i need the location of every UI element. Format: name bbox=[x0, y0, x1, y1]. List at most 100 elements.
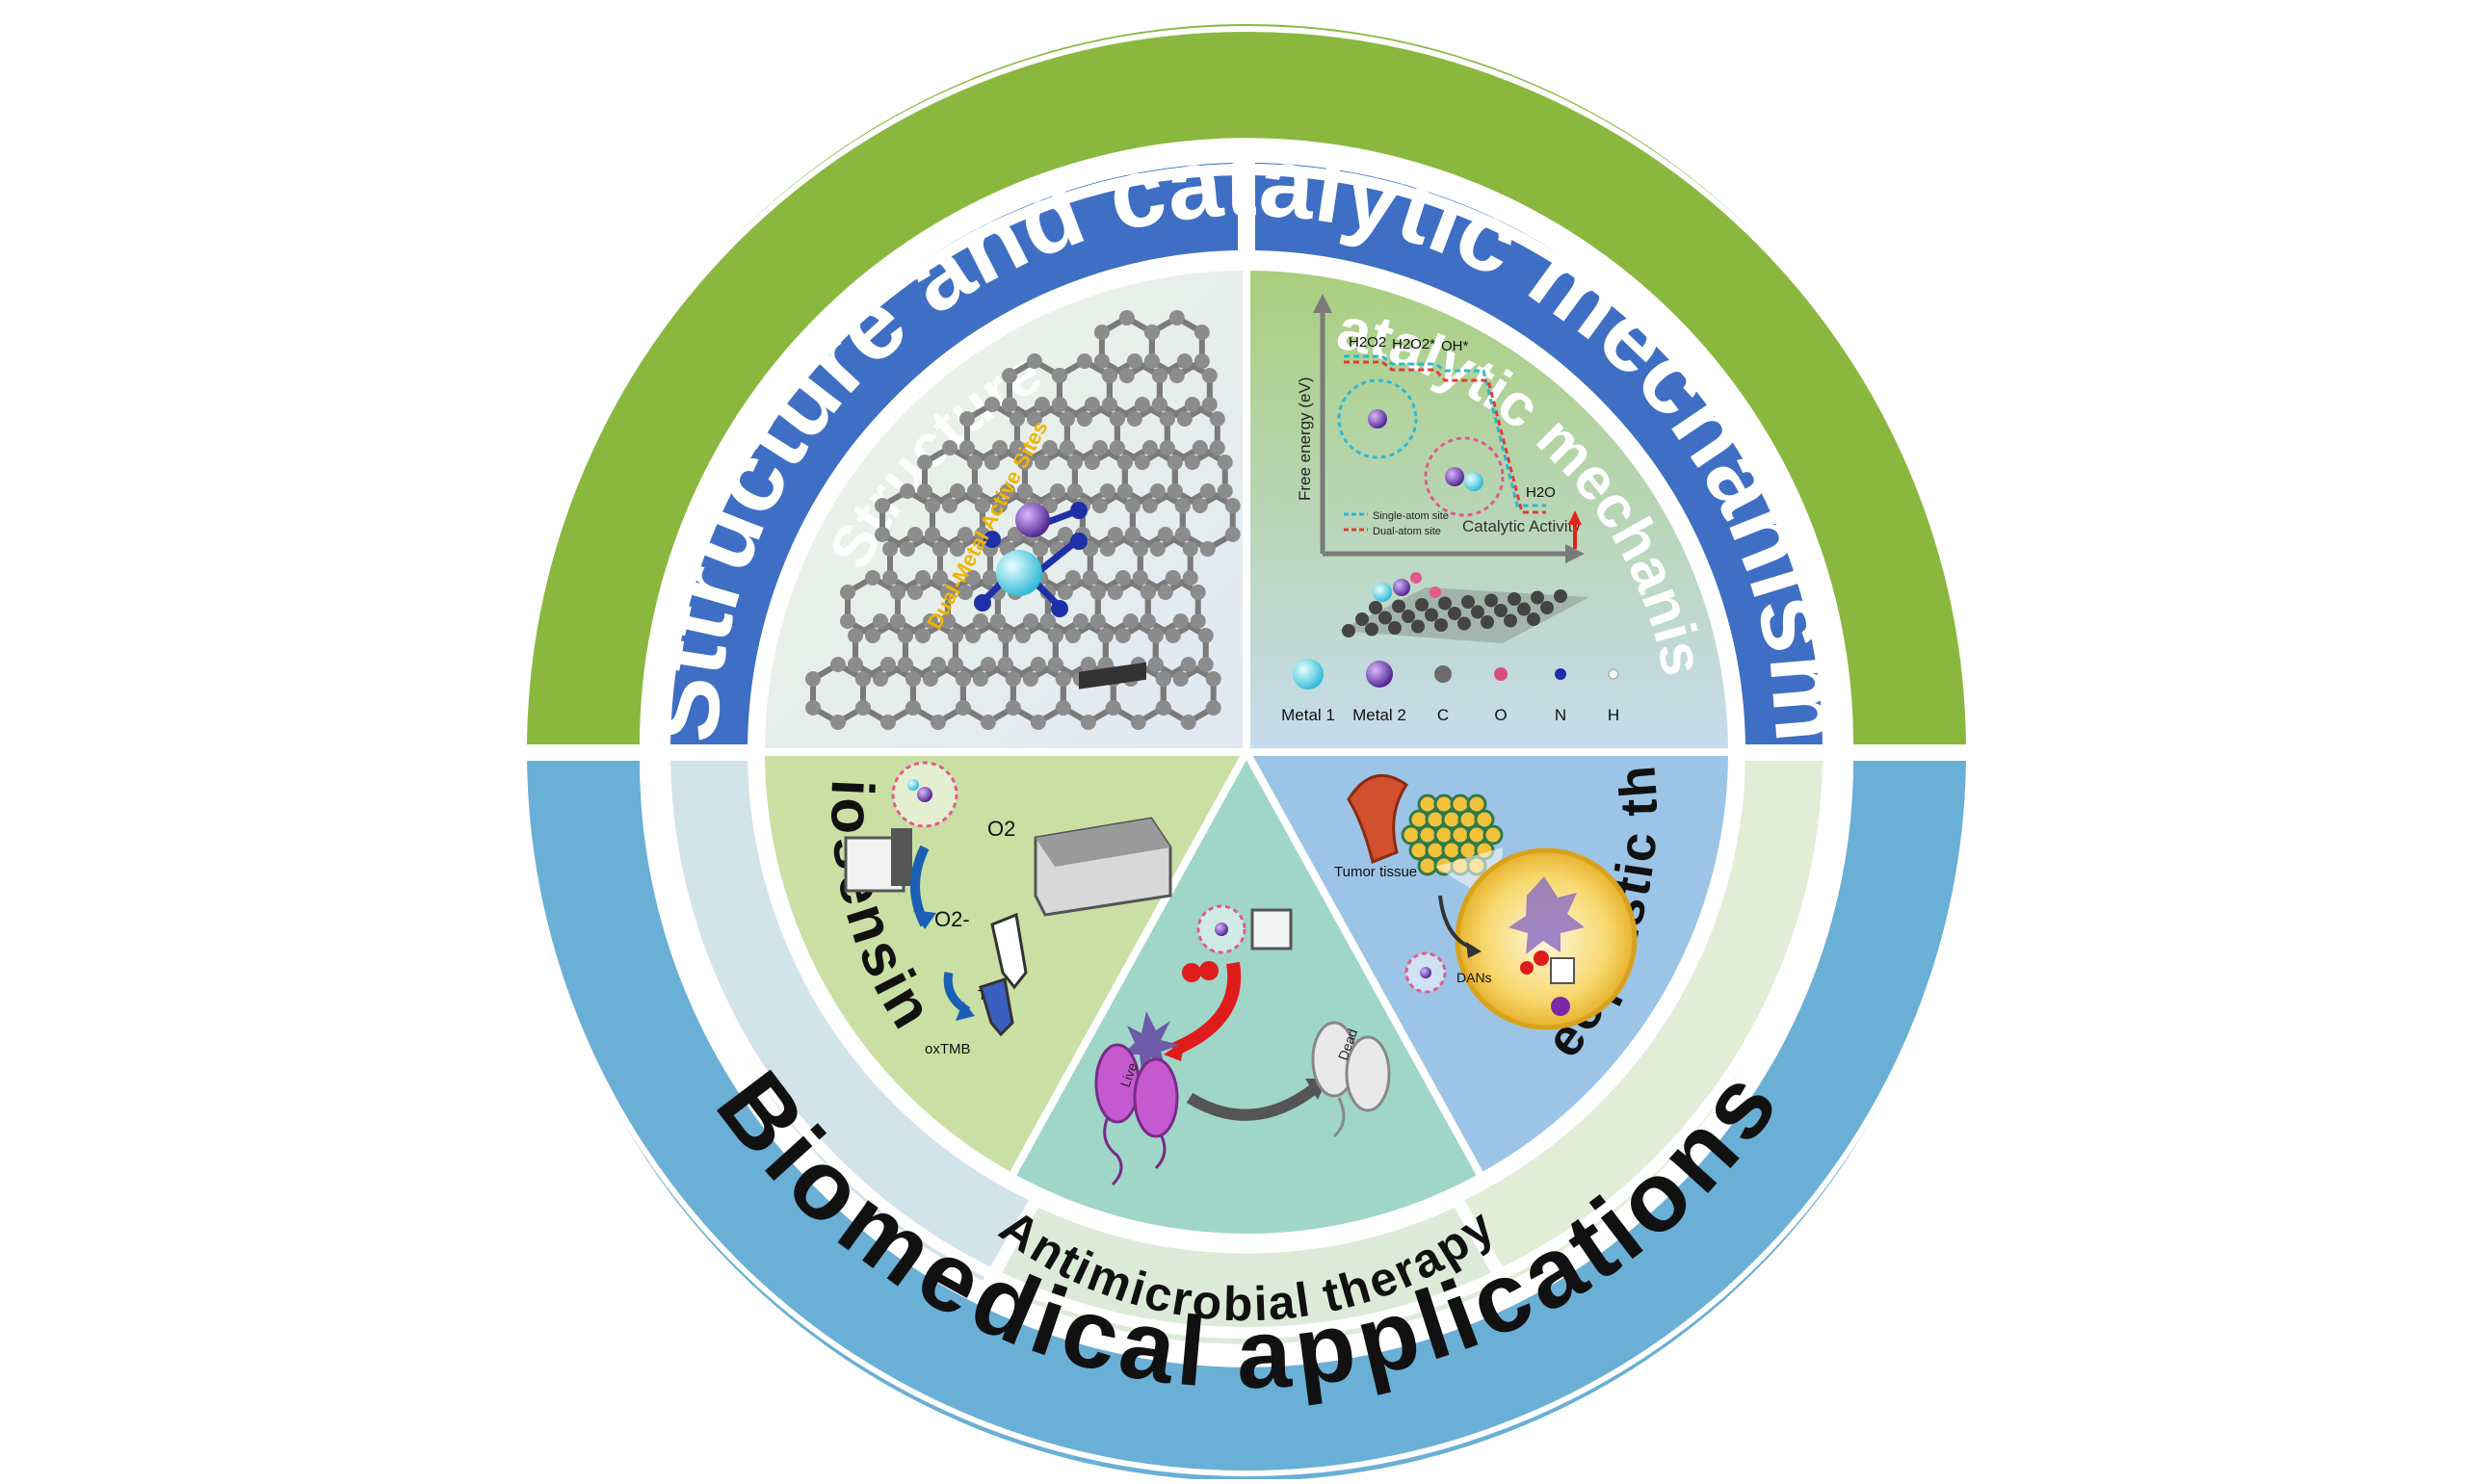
carbon-atom bbox=[957, 527, 973, 542]
carbon-atom bbox=[999, 483, 1015, 499]
carbon-atom bbox=[1151, 368, 1167, 383]
x-axis-label: Catalytic Activity bbox=[1462, 517, 1581, 535]
carbon-atom bbox=[1149, 483, 1166, 499]
carbon-atom bbox=[1134, 455, 1150, 470]
ros-icon bbox=[1182, 963, 1201, 982]
carbon-atom bbox=[1115, 570, 1131, 586]
carbon-atom bbox=[974, 498, 990, 513]
carbon-atom bbox=[830, 657, 846, 672]
carbon-atom bbox=[1167, 483, 1183, 499]
surface-atom bbox=[1365, 622, 1378, 637]
carbon-atom bbox=[917, 455, 932, 470]
surface-atom bbox=[1425, 608, 1438, 622]
surface-atom bbox=[1438, 596, 1452, 611]
o2-minus-label: O2- bbox=[934, 907, 970, 931]
carbon-atom bbox=[1205, 671, 1221, 687]
carbon-atom bbox=[1055, 700, 1071, 716]
legend-c: C bbox=[1437, 706, 1449, 724]
carbon-atom bbox=[1022, 613, 1038, 629]
structure-band bbox=[665, 163, 1238, 744]
outer-ring-top bbox=[526, 24, 1967, 744]
tumor-cell bbox=[1417, 855, 1438, 876]
carbon-atom bbox=[1082, 570, 1098, 586]
carbon-atom bbox=[1005, 700, 1021, 716]
oxygen-legend-ball bbox=[1494, 667, 1508, 681]
carbon-atom bbox=[1009, 440, 1025, 456]
blood-vessel-icon bbox=[1347, 774, 1409, 865]
surface-atom bbox=[1504, 613, 1517, 628]
carbon-atom bbox=[1118, 310, 1135, 325]
carbon-atom bbox=[854, 671, 871, 687]
carbon-atom bbox=[1224, 527, 1241, 542]
carbon-atom bbox=[1197, 628, 1214, 643]
carbon-atom bbox=[1159, 440, 1175, 456]
carbon-atom bbox=[1032, 541, 1048, 557]
legend-o: O bbox=[1494, 706, 1507, 724]
carbon-atom bbox=[1034, 455, 1050, 470]
carbon-atom bbox=[1126, 353, 1142, 369]
transition-arrow-icon bbox=[1186, 1083, 1319, 1121]
surface-atom bbox=[1484, 593, 1498, 608]
tumor-cell bbox=[1482, 824, 1504, 846]
surface-atom bbox=[1369, 601, 1382, 614]
legend-metal-1: Metal 1 bbox=[1281, 706, 1335, 724]
surface-atom bbox=[1402, 610, 1415, 623]
carbon-atom bbox=[964, 628, 981, 643]
carbon-atom bbox=[1093, 325, 1110, 340]
carbon-atom bbox=[1051, 397, 1067, 412]
carbon-atom bbox=[984, 397, 1000, 412]
carbon-atom bbox=[1055, 671, 1071, 687]
carbon-atom bbox=[1084, 397, 1100, 412]
carbon-atom bbox=[1101, 397, 1117, 412]
species-h2o2: H2O2 bbox=[1349, 334, 1386, 351]
carbon-atom bbox=[1155, 671, 1171, 687]
o2-label: O2 bbox=[987, 817, 1015, 841]
carbon-atom bbox=[1047, 657, 1063, 672]
carbon-atom bbox=[1059, 411, 1075, 427]
carbon-atom bbox=[1022, 671, 1038, 687]
legend-dual-atom: Dual-atom site bbox=[1373, 526, 1441, 537]
carbon-atom bbox=[991, 440, 1008, 456]
carbon-atom bbox=[897, 657, 913, 672]
carbon-atom bbox=[957, 585, 973, 600]
surface-atom bbox=[1434, 618, 1448, 632]
carbon-atom bbox=[1174, 498, 1191, 513]
carbon-atom bbox=[982, 570, 998, 586]
carbon-atom bbox=[1080, 657, 1096, 672]
legend-metal-2: Metal 2 bbox=[1352, 706, 1406, 724]
carbon-atom bbox=[1149, 541, 1166, 557]
nitrogen-legend-ball bbox=[1555, 668, 1566, 680]
carbon-atom bbox=[1097, 628, 1114, 643]
carbon-atom bbox=[1172, 613, 1189, 629]
carbon-atom bbox=[1001, 397, 1017, 412]
surface-atom bbox=[1531, 590, 1544, 605]
carbon-atom bbox=[1224, 498, 1241, 513]
dead-bacteria-icon bbox=[1311, 1021, 1391, 1138]
carbon-atom bbox=[1084, 455, 1100, 470]
carbon-atom bbox=[1116, 455, 1133, 470]
dans-label: DANs bbox=[1456, 970, 1492, 985]
carbon-atom bbox=[1168, 310, 1185, 325]
carbon-atom bbox=[1091, 498, 1108, 513]
catalytic-band bbox=[1255, 163, 1828, 744]
carbon-atom bbox=[984, 455, 1000, 470]
metal-2-legend-ball bbox=[1366, 661, 1393, 688]
carbon-atom bbox=[1192, 440, 1208, 456]
atom-legend: Metal 1 Metal 2 C O N H bbox=[1281, 659, 1619, 724]
carbon-atom bbox=[1109, 411, 1125, 427]
carbon-atom bbox=[1124, 498, 1141, 513]
carbon-atom bbox=[1140, 585, 1156, 600]
carbon-atom bbox=[949, 541, 965, 557]
carbon-atom bbox=[854, 700, 871, 716]
carbon-atom bbox=[1201, 368, 1218, 383]
oxtmb-tube-icon bbox=[979, 977, 1014, 1037]
carbon-atom bbox=[1072, 613, 1089, 629]
carbon-atom bbox=[906, 585, 923, 600]
surface-atom bbox=[1527, 612, 1540, 626]
oxtmb-label: oxTMB bbox=[925, 1041, 971, 1057]
carbon-atom bbox=[1076, 411, 1092, 427]
carbon-atom bbox=[1157, 527, 1173, 542]
carbon-atom bbox=[1101, 368, 1117, 383]
carbon-atom bbox=[1147, 628, 1164, 643]
